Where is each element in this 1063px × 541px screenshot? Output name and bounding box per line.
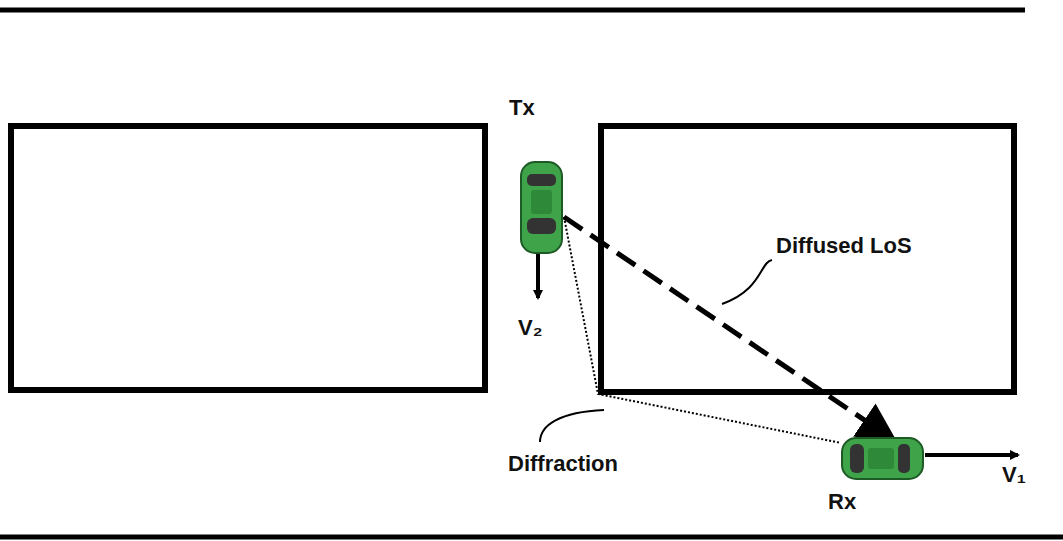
building (601, 126, 1014, 392)
velocity-label: V₁ (1002, 463, 1026, 487)
road-edge (0, 8, 1025, 13)
callout-label: Diffraction (508, 452, 618, 476)
leader-line (540, 410, 604, 442)
velocity-arrow (925, 453, 1018, 457)
building (11, 126, 485, 390)
velocity-label: V₂ (518, 316, 542, 340)
vehicle-label: Rx (828, 490, 856, 514)
car-icon (840, 436, 925, 481)
vehicle: Rx (840, 436, 925, 481)
callout-label: Diffused LoS (776, 234, 912, 258)
vehicle-label: Tx (509, 96, 535, 120)
car-icon (519, 160, 564, 255)
leader-line (722, 260, 772, 304)
road-edge (0, 535, 1063, 540)
vehicle: Tx (519, 160, 564, 255)
velocity-arrow (536, 254, 540, 298)
